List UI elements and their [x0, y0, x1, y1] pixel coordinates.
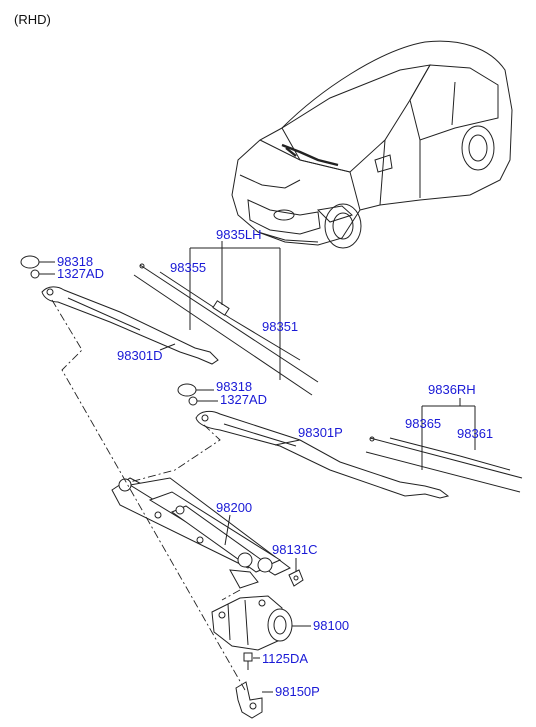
clip-icon — [288, 569, 304, 587]
label-98100: 98100 — [313, 618, 349, 633]
wiper-motor — [211, 595, 293, 651]
nut-icon — [30, 269, 40, 279]
label-98301D: 98301D — [117, 348, 163, 363]
variant-label: (RHD) — [14, 12, 51, 27]
label-98361: 98361 — [457, 426, 493, 441]
bolt-icon — [243, 652, 253, 670]
label-98200: 98200 — [216, 500, 252, 515]
label-98355: 98355 — [170, 260, 206, 275]
label-98351: 98351 — [262, 319, 298, 334]
wiper-linkage — [111, 477, 291, 589]
wiper-blade-lh — [133, 263, 319, 396]
label-1327AD-lh: 1327AD — [57, 266, 104, 281]
label-1125DA: 1125DA — [262, 651, 308, 666]
label-98318-lh: 98318 — [57, 254, 93, 269]
bracket-icon — [235, 681, 263, 719]
cap-icon — [20, 255, 40, 269]
label-9835LH: 9835LH — [216, 227, 262, 242]
label-98301P: 98301P — [298, 425, 343, 440]
assembly-leader — [129, 424, 221, 483]
assembly-leader — [221, 589, 241, 601]
label-98131C: 98131C — [272, 542, 318, 557]
label-1327AD-rh: 1327AD — [220, 392, 267, 407]
cap-icon — [177, 383, 197, 397]
label-98318-rh: 98318 — [216, 379, 252, 394]
wiper-blade-rh — [365, 436, 523, 493]
nut-icon — [188, 396, 198, 406]
label-98365: 98365 — [405, 416, 441, 431]
label-9836RH: 9836RH — [428, 382, 476, 397]
car-illustration — [231, 40, 513, 249]
label-98150P: 98150P — [275, 684, 320, 699]
